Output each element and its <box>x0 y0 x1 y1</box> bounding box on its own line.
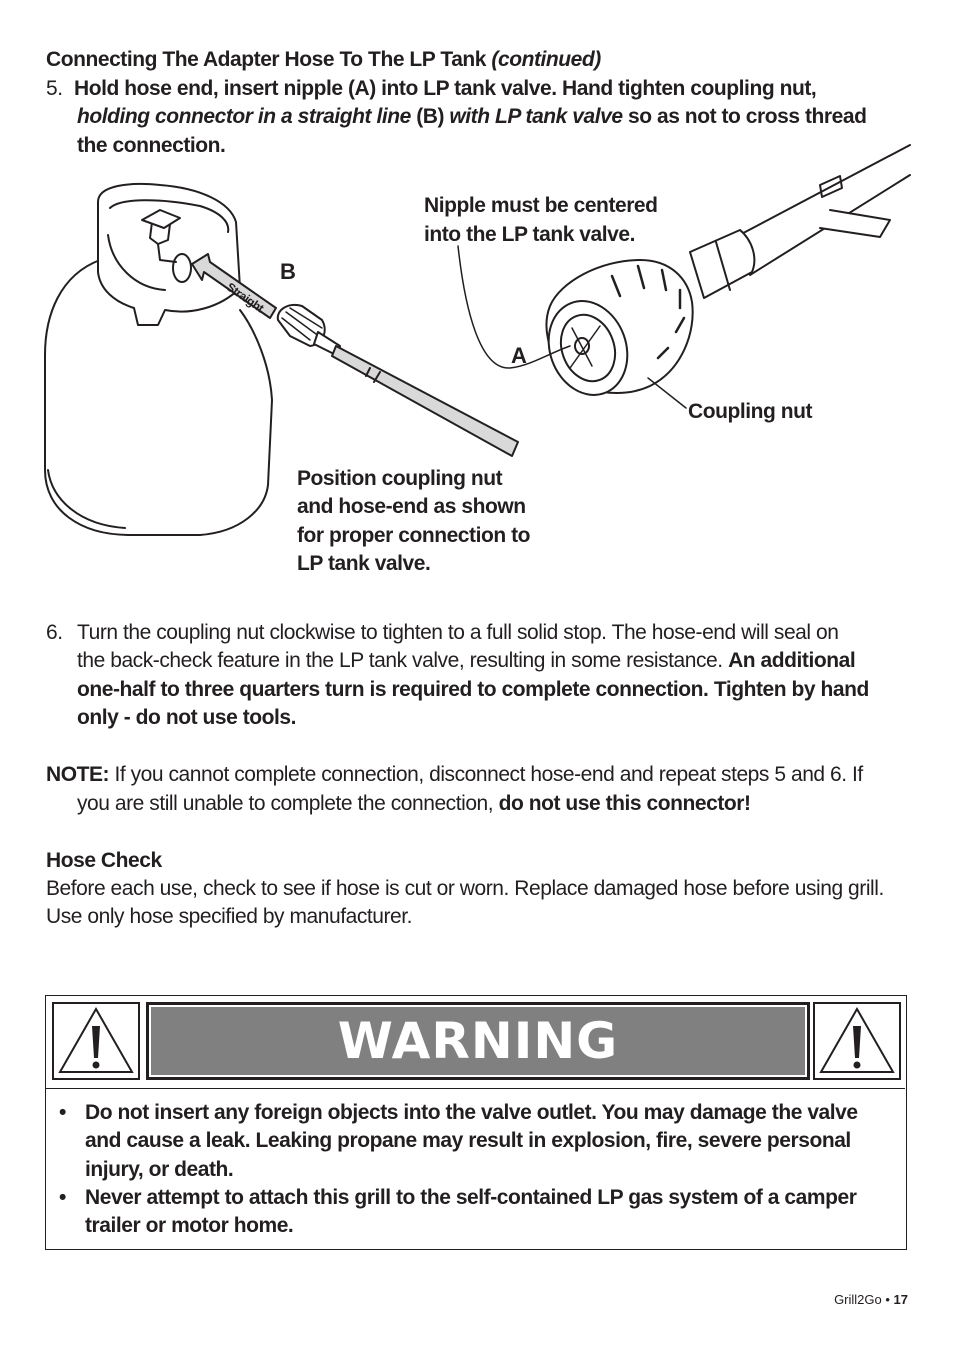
illustration-svg <box>44 144 911 536</box>
step-5-line-2: holding connector in a straight line (B)… <box>77 103 867 132</box>
note-text-2: you are still unable to complete the con… <box>77 792 499 815</box>
step-5-bold-b: (B) <box>410 105 450 128</box>
note-line-1: NOTE: If you cannot complete connection,… <box>46 761 863 790</box>
step-5-rest: so as not to cross thread <box>622 105 867 128</box>
label-b: B <box>280 259 296 284</box>
step-5-italic-a: holding connector in a straight line <box>77 105 411 128</box>
step-6-line-2-bold: An additional <box>728 649 856 672</box>
step-6-line-4: only - do not use tools. <box>77 706 297 729</box>
step-5-line-3: the connection. <box>77 134 226 157</box>
nipple-leader-line <box>457 245 571 369</box>
note-label: NOTE: <box>46 763 110 786</box>
collar-inner <box>109 199 230 233</box>
collar-cutout <box>107 234 166 291</box>
position-label-line-3: for proper connection to <box>297 524 531 547</box>
hose-band <box>819 175 843 198</box>
step-5-line-1: Hold hose end, insert nipple (A) into LP… <box>74 77 817 100</box>
nipple-label-line-2: into the LP tank valve. <box>424 223 635 246</box>
footer-separator: • <box>881 1292 894 1307</box>
warning-icon-left-box <box>52 1002 140 1080</box>
hose-check-line-2: Use only hose specified by manufacturer. <box>46 905 413 928</box>
warning-bullet-1-line-1: Do not insert any foreign objects into t… <box>85 1101 858 1124</box>
warning-box: WARNING • Do not insert any foreign obje… <box>45 995 907 1250</box>
step-6-line-3: one-half to three quarters turn is requi… <box>77 678 869 701</box>
straight-arrow <box>191 253 277 319</box>
valve-outlet <box>172 253 192 283</box>
hose-check-line-1: Before each use, check to see if hose is… <box>46 877 884 900</box>
step-5-number: 5. <box>46 77 63 100</box>
warning-triangle-icon <box>58 1006 134 1073</box>
step-6-line-2: the back-check feature in the LP tank va… <box>77 647 856 676</box>
step-6-number: 6. <box>46 621 63 644</box>
position-label-line-1: Position coupling nut <box>297 467 503 490</box>
warning-bullet-1-line-3: injury, or death. <box>85 1158 234 1181</box>
section-heading: Connecting The Adapter Hose To The LP Ta… <box>46 46 601 75</box>
bullet-symbol: • <box>59 1186 66 1209</box>
tank-bottom-ring <box>47 469 126 529</box>
valve-neck <box>157 243 177 263</box>
label-a: A <box>511 343 527 368</box>
step-6-line-2-normal: the back-check feature in the LP tank va… <box>77 649 729 672</box>
hose-to-tank <box>331 345 519 457</box>
coupling-leader-line <box>647 377 687 409</box>
warning-bullet-2-line-2: trailer or motor home. <box>85 1214 294 1237</box>
warning-bullet-2-line-1: Never attempt to attach this grill to th… <box>85 1186 857 1209</box>
position-label-line-4: LP tank valve. <box>297 552 431 575</box>
warning-title: WARNING <box>337 1012 619 1070</box>
main-hose <box>729 144 911 276</box>
hose-check-title: Hose Check <box>46 849 162 872</box>
lp-tank-body <box>44 259 273 536</box>
page-number: 17 <box>893 1292 908 1307</box>
hose-clip <box>819 209 891 238</box>
coupling-nut-label: Coupling nut <box>688 400 813 423</box>
footer-brand: Grill2Go <box>834 1292 882 1307</box>
warning-bullet-1-line-2: and cause a leak. Leaking propane may re… <box>85 1129 851 1152</box>
note-line-2: you are still unable to complete the con… <box>77 790 751 819</box>
warning-icon-right-box <box>813 1002 901 1080</box>
warning-header: WARNING <box>46 996 905 1089</box>
nipple-label-line-1: Nipple must be centered <box>424 194 658 217</box>
position-label-line-2: and hose-end as shown <box>297 495 526 518</box>
heading-continued: (continued) <box>491 48 601 71</box>
connection-illustration: Nipple must be centered into the LP tank… <box>40 140 920 600</box>
note-bold: do not use this connector! <box>498 792 751 815</box>
warning-triangle-icon <box>819 1006 895 1073</box>
step-6-line-1: Turn the coupling nut clockwise to tight… <box>77 621 839 644</box>
bullet-symbol: • <box>59 1101 66 1124</box>
page-footer: Grill2Go • 17 <box>834 1292 908 1307</box>
step-5-italic-b: with LP tank valve <box>449 105 623 128</box>
note-text-1: If you cannot complete connection, disco… <box>109 763 863 786</box>
warning-banner: WARNING <box>146 1002 810 1080</box>
heading-text: Connecting The Adapter Hose To The LP Ta… <box>46 48 487 71</box>
valve-handle <box>141 209 181 229</box>
